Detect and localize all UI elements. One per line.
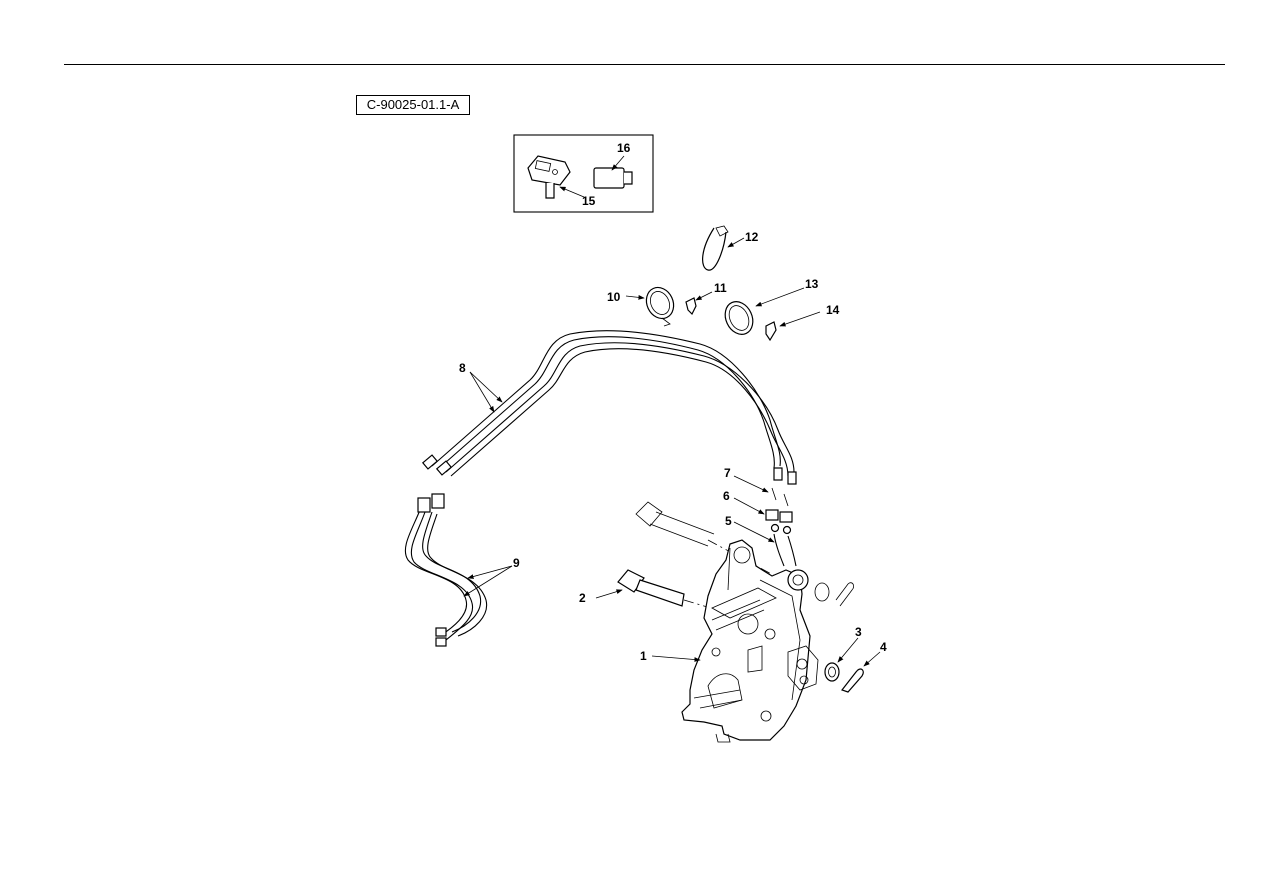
hose-pair-8 <box>421 330 797 485</box>
pin-2-part <box>617 569 725 613</box>
hose-pair-9 <box>404 493 488 647</box>
clip-11-part <box>685 297 697 316</box>
callout-2: 2 <box>579 591 586 605</box>
callout-12: 12 <box>745 230 759 244</box>
callout-7: 7 <box>724 466 731 480</box>
callout-5: 5 <box>725 514 732 528</box>
header-rule <box>64 64 1225 65</box>
callout-3: 3 <box>855 625 862 639</box>
figure-id-label: C-90025-01.1-A <box>356 95 470 115</box>
callout-14: 14 <box>826 303 840 317</box>
callout-6: 6 <box>723 489 730 503</box>
clamp-10-part <box>645 286 675 327</box>
fob-part <box>593 167 633 189</box>
washer-3-part <box>824 662 840 682</box>
inset-box <box>513 134 654 213</box>
clip-14-part <box>765 321 777 342</box>
callout-13: 13 <box>805 277 819 291</box>
coupler-body-1 <box>681 539 819 743</box>
callout-1: 1 <box>640 649 647 663</box>
callout-15: 15 <box>582 194 596 208</box>
callout-16: 16 <box>617 141 631 155</box>
clamp-13-part <box>724 301 754 335</box>
fittings-5-6-7 <box>765 487 797 567</box>
upper-washer-pin-ghost <box>814 582 855 607</box>
callout-10: 10 <box>607 290 621 304</box>
callout-8: 8 <box>459 361 466 375</box>
key-part <box>527 155 571 199</box>
callout-4: 4 <box>880 640 887 654</box>
callout-11: 11 <box>714 281 727 295</box>
cable-tie-part <box>702 225 729 271</box>
linch-pin-4-part <box>841 668 864 693</box>
callout-9: 9 <box>513 556 520 570</box>
